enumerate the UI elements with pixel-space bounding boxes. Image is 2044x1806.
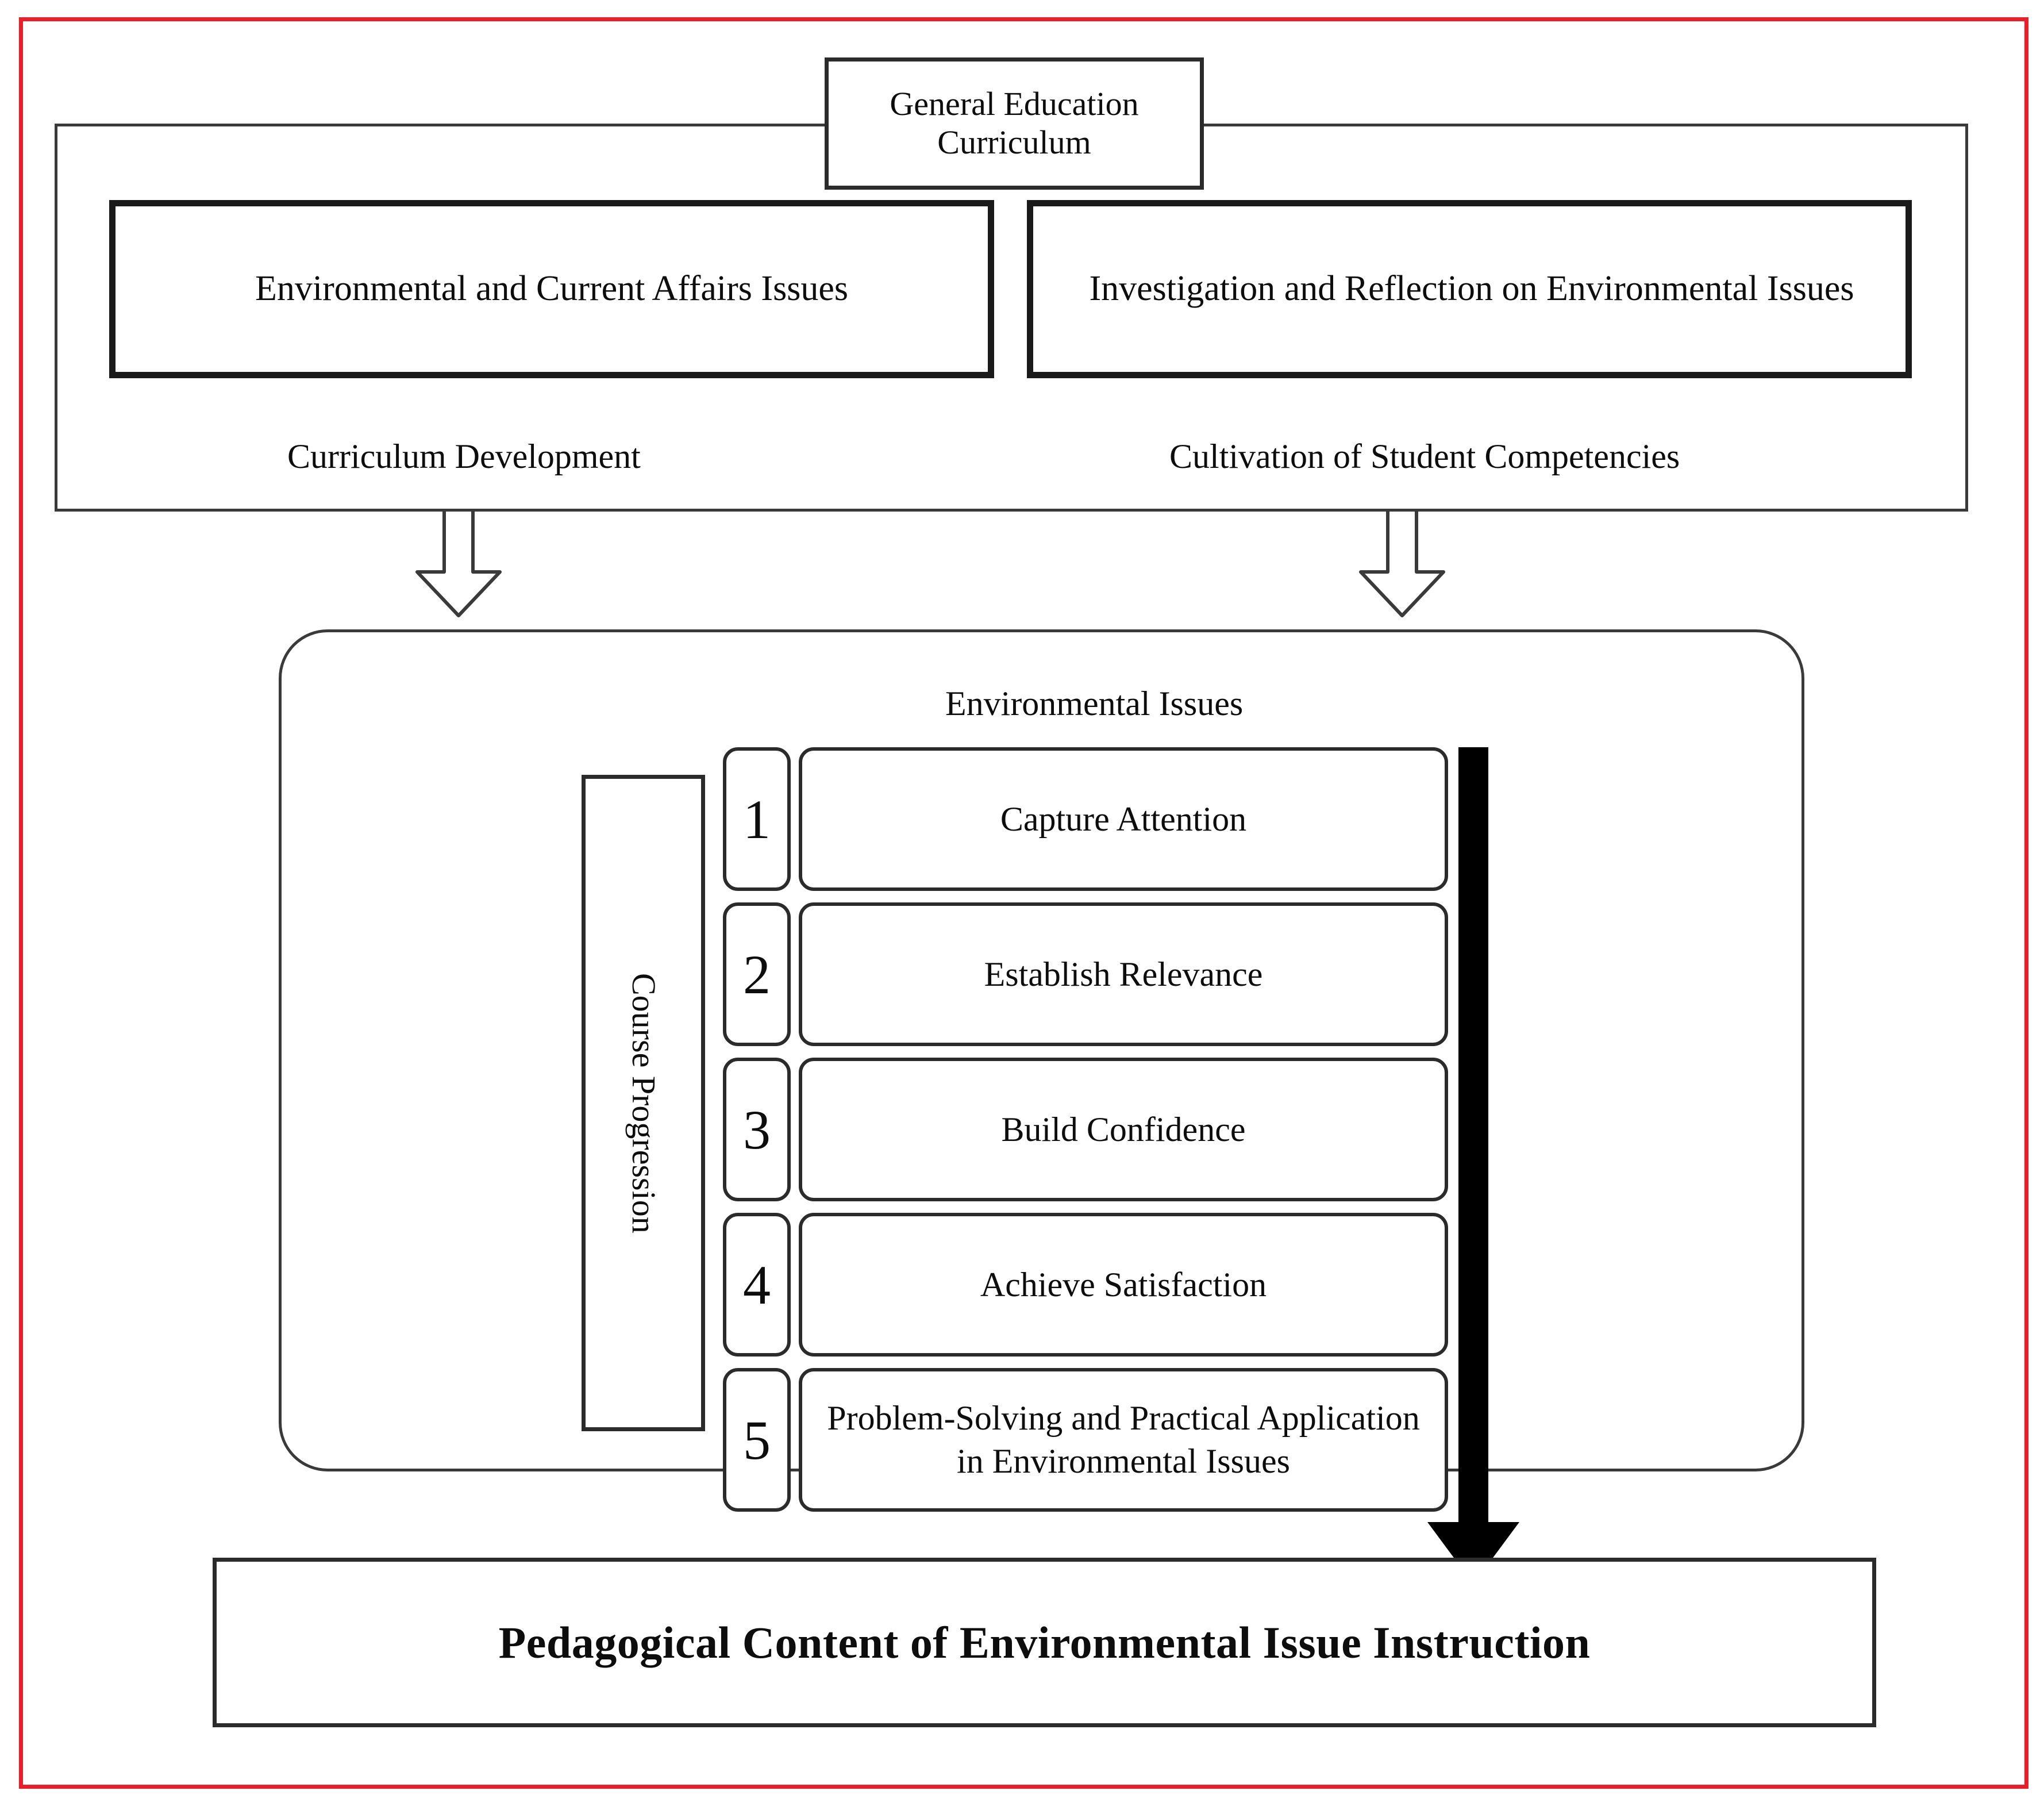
course-progression-box: Course Progression bbox=[582, 775, 705, 1431]
result-box[interactable]: Pedagogical Content of Environmental Iss… bbox=[213, 1558, 1876, 1727]
environmental-current-affairs-box[interactable]: Environmental and Current Affairs Issues bbox=[109, 200, 994, 378]
general-education-curriculum-label: General Education Curriculum bbox=[890, 85, 1139, 161]
environmental-issues-heading: Environmental Issues bbox=[945, 685, 1244, 723]
progression-bar bbox=[1458, 747, 1488, 1526]
investigation-reflection-label: Investigation and Reflection on Environm… bbox=[1089, 269, 1854, 309]
step-row-2[interactable]: 2 Establish Relevance bbox=[723, 902, 1448, 1046]
course-progression-label: Course Progression bbox=[625, 973, 663, 1234]
step-row-3[interactable]: 3 Build Confidence bbox=[723, 1058, 1448, 1201]
step-row-1[interactable]: 1 Capture Attention bbox=[723, 747, 1448, 891]
general-education-curriculum-box[interactable]: General Education Curriculum bbox=[825, 57, 1204, 190]
step-row-4[interactable]: 4 Achieve Satisfaction bbox=[723, 1213, 1448, 1357]
step-label-2: Establish Relevance bbox=[799, 902, 1448, 1046]
cultivation-student-competencies-label: Cultivation of Student Competencies bbox=[1169, 437, 1680, 475]
investigation-reflection-box[interactable]: Investigation and Reflection on Environm… bbox=[1027, 200, 1912, 378]
down-arrow-icon-left bbox=[415, 509, 502, 617]
curriculum-development-label: Curriculum Development bbox=[287, 437, 641, 475]
outer-red-frame bbox=[19, 17, 2028, 1789]
step-number-2: 2 bbox=[723, 902, 791, 1046]
step-number-3: 3 bbox=[723, 1058, 791, 1201]
result-label: Pedagogical Content of Environmental Iss… bbox=[498, 1617, 1591, 1667]
step-number-4: 4 bbox=[723, 1213, 791, 1357]
down-arrow-icon-right bbox=[1359, 509, 1445, 617]
step-label-1: Capture Attention bbox=[799, 747, 1448, 891]
step-number-5: 5 bbox=[723, 1368, 791, 1512]
step-number-1: 1 bbox=[723, 747, 791, 891]
step-row-5[interactable]: 5 Problem-Solving and Practical Applicat… bbox=[723, 1368, 1448, 1512]
step-label-5: Problem-Solving and Practical Applicatio… bbox=[799, 1368, 1448, 1512]
step-label-4: Achieve Satisfaction bbox=[799, 1213, 1448, 1357]
environmental-current-affairs-label: Environmental and Current Affairs Issues bbox=[255, 269, 848, 309]
step-label-3: Build Confidence bbox=[799, 1058, 1448, 1201]
